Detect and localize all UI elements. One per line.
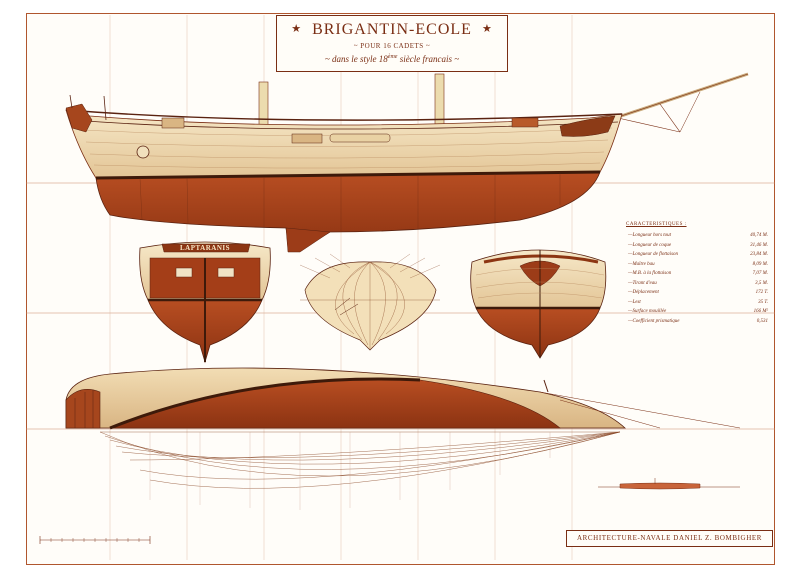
spec-row: Tirant d'eau 3,5 M. xyxy=(622,281,768,291)
spec-label: Lest xyxy=(622,300,640,310)
spec-label: Longueur de coque xyxy=(622,243,671,253)
spec-value: 40,74 M. xyxy=(750,233,768,238)
star-icon: ★ xyxy=(481,23,493,35)
spec-value: 23,84 M. xyxy=(750,252,768,257)
specifications-table: CARACTERISTIQUES : Longueur hors tout 40,… xyxy=(622,222,768,328)
architect-credit: ARCHITECTURE-NAVALE DANIEL Z. BOMBIGHER xyxy=(566,530,773,547)
title-main: ★ BRIGANTIN-ECOLE ★ xyxy=(277,21,507,39)
style-sup: ème xyxy=(387,54,398,60)
spec-label: Longueur de flottaison xyxy=(622,252,678,262)
bow-view xyxy=(470,249,607,359)
spec-value: 172 T. xyxy=(755,290,768,295)
spec-row: Coefficient prismatique 0,531 xyxy=(622,319,768,329)
title-style: ~ dans le style 18ème siècle francais ~ xyxy=(277,54,507,64)
spec-row: Longueur de flottaison 23,84 M. xyxy=(622,252,768,262)
spec-label: M.B. à la flottaison xyxy=(622,271,671,281)
spec-value: 7,07 M. xyxy=(752,271,768,276)
side-profile xyxy=(65,72,749,253)
style-suffix: siècle francais ~ xyxy=(397,54,460,64)
mini-profile xyxy=(598,478,740,490)
star-icon: ★ xyxy=(291,23,303,35)
spec-row: Longueur hors tout 40,74 M. xyxy=(622,233,768,243)
spec-label: Maître bau xyxy=(622,262,654,272)
specs-heading: CARACTERISTIQUES : xyxy=(626,222,687,227)
stern-view xyxy=(139,241,271,364)
spec-value: 166 M² xyxy=(753,309,768,314)
ship-nameboard: LAPTARANIS xyxy=(180,244,230,252)
spec-label: Surface mouillée xyxy=(622,309,666,319)
half-breadth-lines xyxy=(99,431,621,489)
spec-value: 31,46 M. xyxy=(750,242,768,248)
spec-row: Lest 35 T. xyxy=(622,300,768,310)
spec-row: Déplacement 172 T. xyxy=(622,290,768,300)
spec-label: Longueur hors tout xyxy=(622,233,671,243)
spec-value: 35 T. xyxy=(758,299,768,305)
spec-label: Tirant d'eau xyxy=(622,281,656,291)
deck-plan xyxy=(65,367,741,430)
title-text: BRIGANTIN-ECOLE xyxy=(312,21,472,38)
title-cartouche: ★ BRIGANTIN-ECOLE ★ ~ POUR 16 CADETS ~ ~ d… xyxy=(276,15,508,72)
spec-value: 0,531 xyxy=(756,318,768,324)
spec-value: 8,09 M. xyxy=(752,261,768,267)
style-prefix: ~ dans le style 18 xyxy=(324,54,388,64)
spec-label: Coefficient prismatique xyxy=(622,319,679,329)
spec-value: 3,5 M. xyxy=(755,280,768,286)
scale-bar xyxy=(39,536,151,544)
spec-label: Déplacement xyxy=(622,290,658,300)
spec-row: Surface mouillée 166 M² xyxy=(622,309,768,319)
ship-boat xyxy=(329,133,391,143)
spec-row: M.B. à la flottaison 7,07 M. xyxy=(622,271,768,281)
spec-row: Longueur de coque 31,46 M. xyxy=(622,243,768,253)
body-plan xyxy=(299,253,441,351)
title-subtitle: ~ POUR 16 CADETS ~ xyxy=(353,42,431,50)
spec-row: Maître bau 8,09 M. xyxy=(622,262,768,272)
